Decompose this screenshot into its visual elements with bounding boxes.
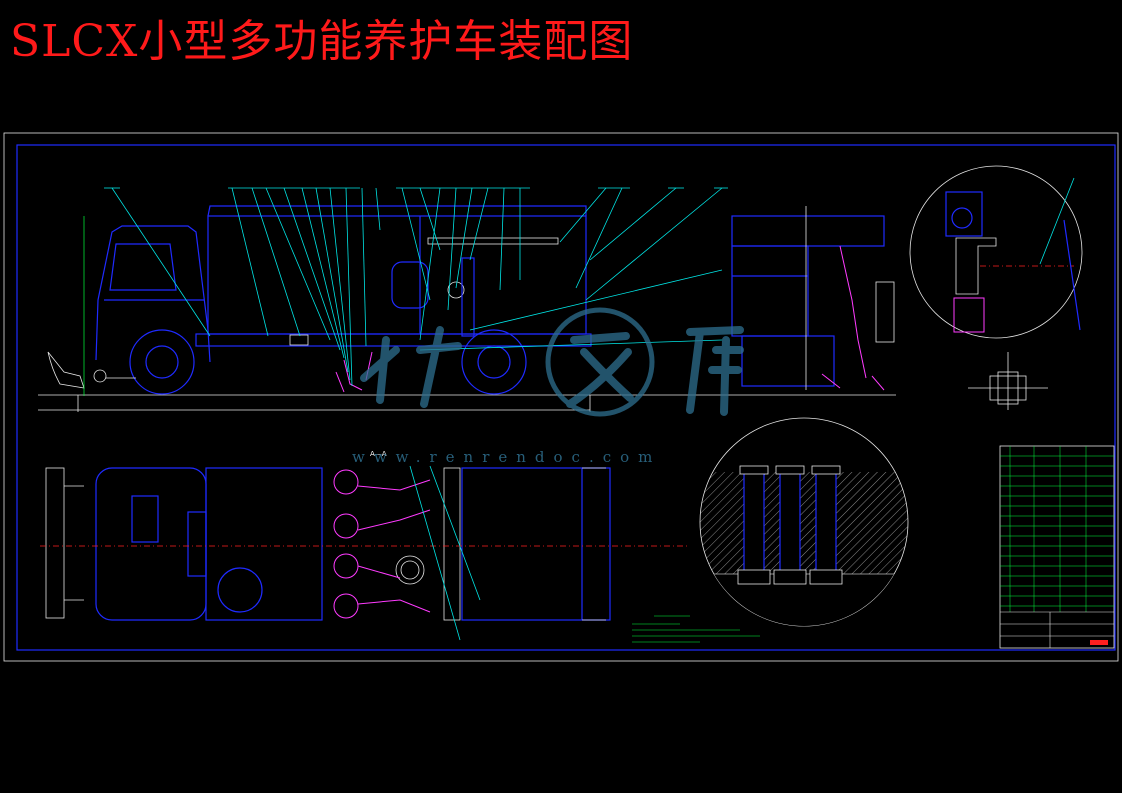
- outer-frame: [3, 132, 1119, 662]
- technical-notes: [632, 615, 760, 643]
- detail-view-i: [909, 165, 1083, 339]
- section-label: A—A: [370, 450, 387, 458]
- parts-list-table: [999, 445, 1115, 649]
- inner-frame: [16, 144, 1116, 651]
- detail-view-ii: [699, 417, 909, 627]
- watermark-logo: [360, 307, 744, 417]
- watermark-url: www.renrendoc.com: [352, 448, 662, 466]
- drawing-title: SLCX小型多功能养护车装配图: [10, 16, 634, 67]
- side-view: [38, 187, 740, 412]
- bolt-detail: [968, 352, 1048, 410]
- rear-view: [731, 206, 896, 396]
- plan-view: [40, 465, 690, 641]
